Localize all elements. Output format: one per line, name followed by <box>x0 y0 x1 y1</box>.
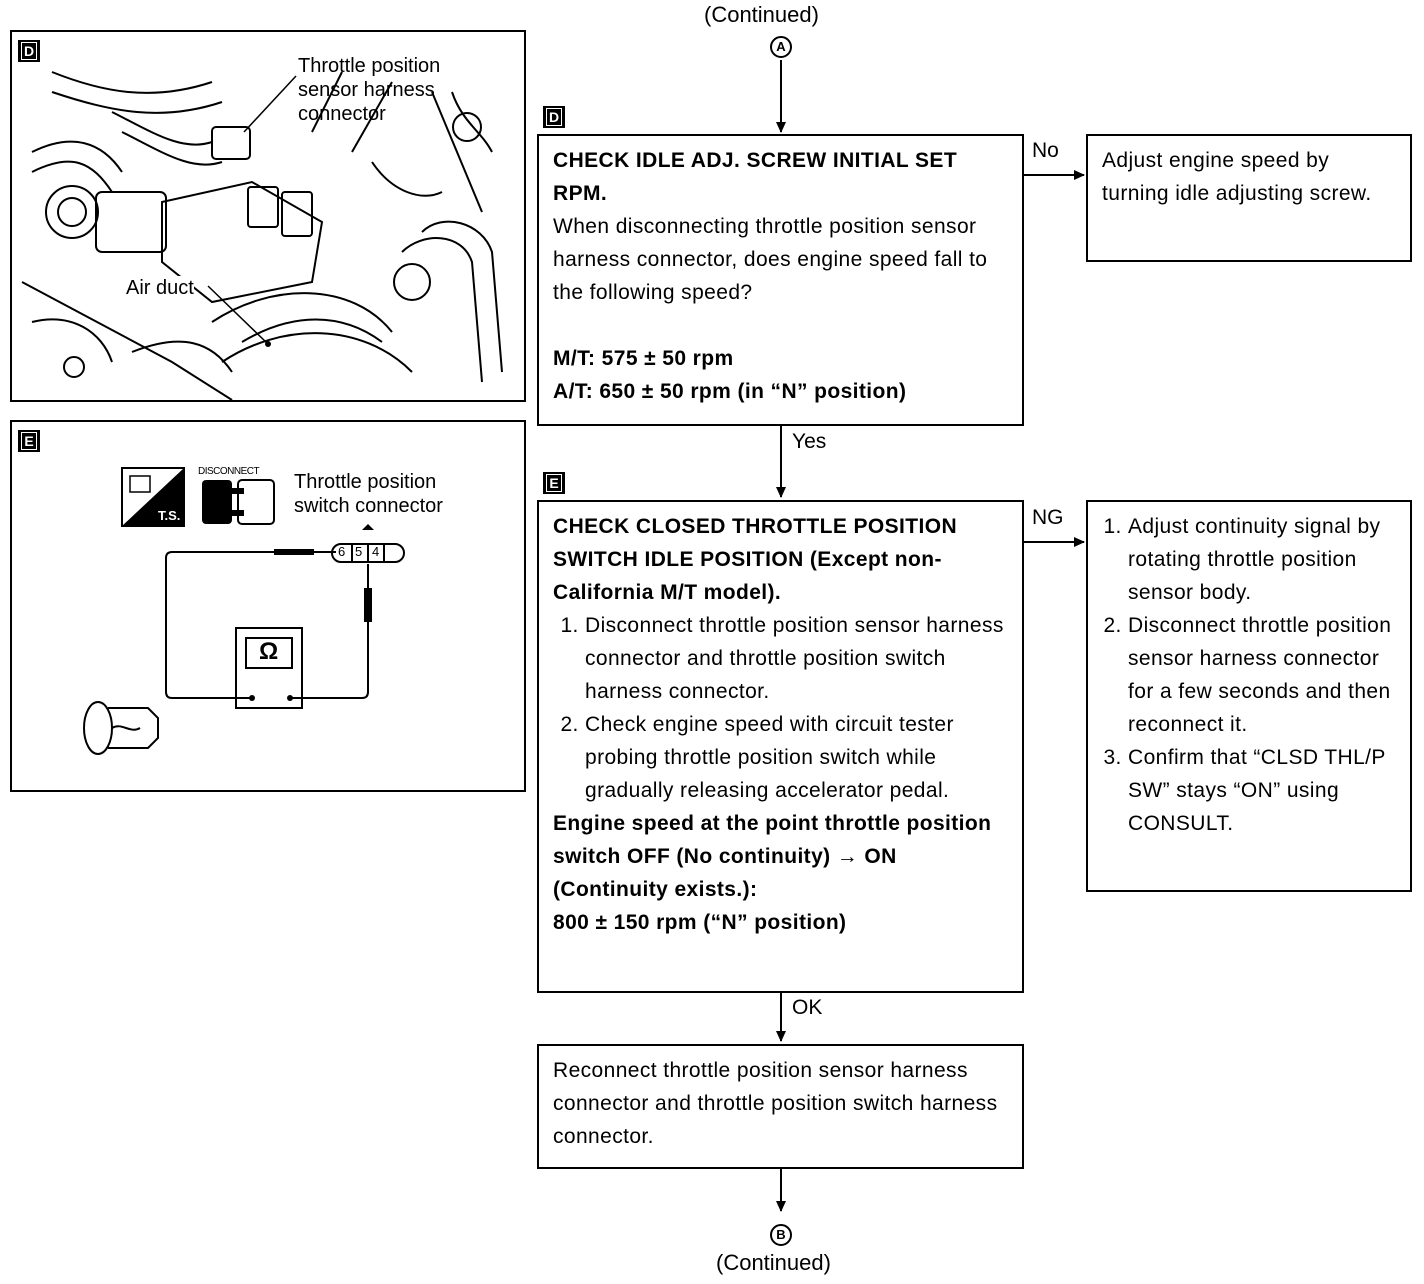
ts-label: T.S. <box>158 508 181 523</box>
terminal-5: 5 <box>355 544 363 559</box>
step-d-spec-mt: M/T: 575 ± 50 rpm <box>553 347 734 370</box>
callout-tps-connector: Throttle position sensor harness connect… <box>298 55 441 125</box>
step-d-spec-at: A/T: 650 ± 50 rpm (in “N” position) <box>553 380 907 403</box>
final-reconnect-box: Reconnect throttle position sensor harne… <box>537 1044 1024 1169</box>
callout-air-duct: Air duct <box>126 276 194 300</box>
ng-label: NG <box>1032 506 1064 529</box>
step-e-title: CHECK CLOSED THROTTLE POSITION SWITCH ID… <box>553 515 958 604</box>
step-e-ng-action-box: Adjust continuity signal by rotating thr… <box>1086 500 1412 892</box>
ng-action-3: Confirm that “CLSD THL/P SW” stays “ON” … <box>1128 741 1396 840</box>
yes-label: Yes <box>792 430 827 453</box>
engine-bay-drawing <box>21 71 503 400</box>
step-e-procedure-2: Check engine speed with circuit tester p… <box>585 708 1008 807</box>
disconnect-label: DISCONNECT <box>198 466 260 477</box>
ok-label: OK <box>792 996 823 1019</box>
panel-e-tag: E <box>18 430 40 452</box>
step-d-check-box: CHECK IDLE ADJ. SCREW INITIAL SET RPM. W… <box>537 134 1024 426</box>
step-e-tag: E <box>543 472 565 494</box>
step-d-tag: D <box>543 106 565 128</box>
step-e-check-box: CHECK CLOSED THROTTLE POSITION SWITCH ID… <box>537 500 1024 993</box>
top-continued: (Continued) <box>704 2 819 27</box>
bottom-continued: (Continued) <box>716 1250 831 1275</box>
switch-connector-label: Throttle position switch connector <box>294 471 443 517</box>
terminal-4: 4 <box>372 544 380 559</box>
panel-e-illustration: E <box>10 420 526 792</box>
step-e-spec-title: Engine speed at the point throttle posit… <box>553 812 992 901</box>
ng-action-list: Adjust continuity signal by rotating thr… <box>1102 510 1396 840</box>
continuity-test-drawing <box>83 467 405 755</box>
step-e-spec-value: 800 ± 150 rpm (“N” position) <box>553 911 847 934</box>
step-d-question: When disconnecting throttle position sen… <box>553 215 988 304</box>
panel-d-tag: D <box>18 40 40 62</box>
ohm-symbol: Ω <box>259 638 279 665</box>
step-e-procedure-1: Disconnect throttle position sensor harn… <box>585 609 1008 708</box>
step-d-no-action-box: Adjust engine speed by turning idle adju… <box>1086 134 1412 262</box>
connector-marker-a: A <box>770 36 792 58</box>
terminal-6: 6 <box>338 544 346 559</box>
ng-action-1: Adjust continuity signal by rotating thr… <box>1128 510 1396 609</box>
step-e-procedure-list: Disconnect throttle position sensor harn… <box>553 609 1008 807</box>
step-d-title: CHECK IDLE ADJ. SCREW INITIAL SET RPM. <box>553 149 958 205</box>
panel-d-illustration: D <box>10 30 526 402</box>
throttle-sensor-sketch <box>83 701 159 755</box>
no-label: No <box>1032 139 1059 162</box>
disconnect-connector-icon <box>202 479 275 525</box>
ts-icon <box>121 467 185 527</box>
ng-action-2: Disconnect throttle position sensor harn… <box>1128 609 1396 741</box>
connector-marker-b: B <box>770 1224 792 1246</box>
